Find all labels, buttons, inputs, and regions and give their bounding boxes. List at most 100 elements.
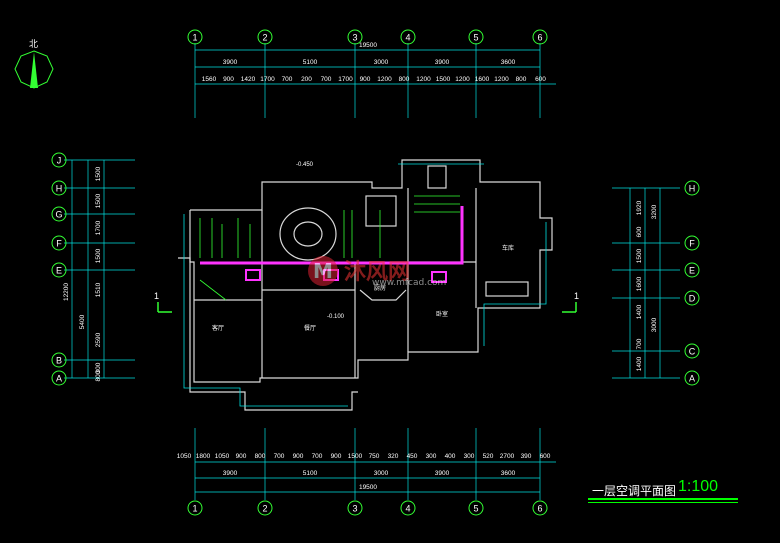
dim-right-col2: 1920	[636, 200, 643, 215]
room-label-dining: 餐厅	[304, 324, 316, 332]
dim-bottom-row2: 900	[293, 453, 304, 460]
axis-left-G: G	[51, 206, 67, 222]
axis-left-E: E	[51, 262, 67, 278]
axis-top-6: 6	[532, 29, 548, 45]
north-arrow-icon: 北	[14, 39, 54, 89]
dim-bottom-row2: 520	[483, 453, 494, 460]
dim-top-row2: 800	[516, 76, 527, 83]
axis-right-E: E	[684, 262, 700, 278]
dim-right-col2: 1400	[636, 304, 643, 319]
dim-bottom-row2: 1050	[215, 453, 230, 460]
dim-right-col2: 1400	[636, 356, 643, 371]
dim-top-row1: 3000	[374, 59, 389, 66]
north-label: 北	[29, 39, 38, 49]
dim-bottom-row2: 700	[312, 453, 323, 460]
axis-top-3: 3	[347, 29, 363, 45]
axis-left-H-label: H	[56, 184, 63, 194]
axis-top-2-label: 2	[262, 33, 267, 43]
dim-right-col2: 600	[636, 226, 643, 237]
dim-left-col2: 2590	[95, 332, 102, 347]
axis-top-1: 1	[187, 29, 203, 45]
right-dimensions	[612, 187, 680, 379]
axis-left-F: F	[51, 235, 67, 251]
top-dimensions	[194, 43, 556, 118]
dim-top-row2: 1200	[455, 76, 470, 83]
room-labels: 客厅 餐厅 厨房 卧室 车库	[212, 244, 514, 332]
dim-left-col2: 1700	[95, 220, 102, 235]
outer-wall-lines	[183, 163, 547, 407]
dim-bottom-row2: 600	[540, 453, 551, 460]
axis-bottom-4-label: 4	[405, 504, 410, 514]
dim-top-row2: 1560	[202, 76, 217, 83]
dim-top-row2: 1200	[416, 76, 431, 83]
axis-right-F: F	[684, 235, 700, 251]
ac-duct	[200, 206, 464, 283]
left-dimensions	[64, 159, 135, 379]
dim-left-col2: 1510	[95, 282, 102, 297]
axis-right-H: H	[684, 180, 700, 196]
dim-bottom-row2: 2700	[500, 453, 515, 460]
dim-bottom-row1: 3900	[435, 470, 450, 477]
dim-bottom-row2: 400	[445, 453, 456, 460]
dim-bottom-row2: 750	[369, 453, 380, 460]
axis-right-F-label: F	[689, 239, 695, 249]
dim-top-row2: 1200	[377, 76, 392, 83]
axis-right-E-label: E	[689, 266, 695, 276]
axis-bottom-3: 3	[347, 500, 363, 516]
dim-right-col2: 1600	[636, 276, 643, 291]
axis-top-4-label: 4	[405, 33, 410, 43]
dim-left-col2: 800	[95, 370, 102, 381]
axis-left-H: H	[51, 180, 67, 196]
axis-right-A: A	[684, 370, 700, 386]
title-underline-thin	[588, 502, 738, 503]
dim-left-col2: 300	[95, 362, 102, 373]
dim-left-5400: 5400	[79, 314, 86, 329]
dim-top-row1: 3600	[501, 59, 516, 66]
axis-left-G-label: G	[55, 210, 62, 220]
dim-top-row1: 3900	[223, 59, 238, 66]
axis-right-D: D	[684, 290, 700, 306]
section-mark-left: 1	[154, 291, 159, 301]
dim-bottom-row2: 1050	[177, 453, 192, 460]
dim-bottom-row1: 3600	[501, 470, 516, 477]
dim-top-row2: 1420	[241, 76, 256, 83]
axis-bottom-4: 4	[400, 500, 416, 516]
axis-left-A-label: A	[56, 374, 62, 384]
dim-bottom-row1: 3900	[223, 470, 238, 477]
axis-bottom-5-label: 5	[473, 504, 478, 514]
dim-right-col2: 1500	[636, 248, 643, 263]
axis-left-J-label: J	[57, 156, 62, 166]
dim-top-row2: 700	[321, 76, 332, 83]
dim-bottom-row1: 5100	[303, 470, 318, 477]
dim-right-col2: 700	[636, 338, 643, 349]
dim-top-row2: 1200	[494, 76, 509, 83]
level-living: -0.100	[327, 314, 345, 320]
axis-bottom-2: 2	[257, 500, 273, 516]
drawing-scale: 1:100	[678, 478, 719, 495]
dim-top-total: 19500	[359, 42, 377, 49]
room-label-kitchen: 厨房	[374, 284, 386, 292]
dim-bottom-row2: 300	[426, 453, 437, 460]
room-label-bedroom: 卧室	[436, 310, 448, 318]
dim-top-row2: 900	[360, 76, 371, 83]
dim-top-row2: 1700	[260, 76, 275, 83]
dim-left-col2: 1500	[95, 248, 102, 263]
axis-right-A-label: A	[689, 374, 695, 384]
dim-top-row2: 1500	[436, 76, 451, 83]
dim-bottom-row2: 900	[331, 453, 342, 460]
dim-left-col2: 1500	[95, 193, 102, 208]
dim-bottom-total: 19500	[359, 484, 377, 491]
axis-right-H-label: H	[689, 184, 696, 194]
dim-bottom-row2: 450	[407, 453, 418, 460]
ac-equipment	[199, 195, 460, 301]
building-walls	[178, 159, 553, 411]
level-top: -0.450	[296, 162, 314, 168]
axis-top-2: 2	[257, 29, 273, 45]
axis-bottom-2-label: 2	[262, 504, 267, 514]
dim-left-col2: 1500	[95, 166, 102, 181]
dim-top-row2: 1700	[338, 76, 353, 83]
axis-left-A: A	[51, 370, 67, 386]
dim-top-row1: 3900	[435, 59, 450, 66]
